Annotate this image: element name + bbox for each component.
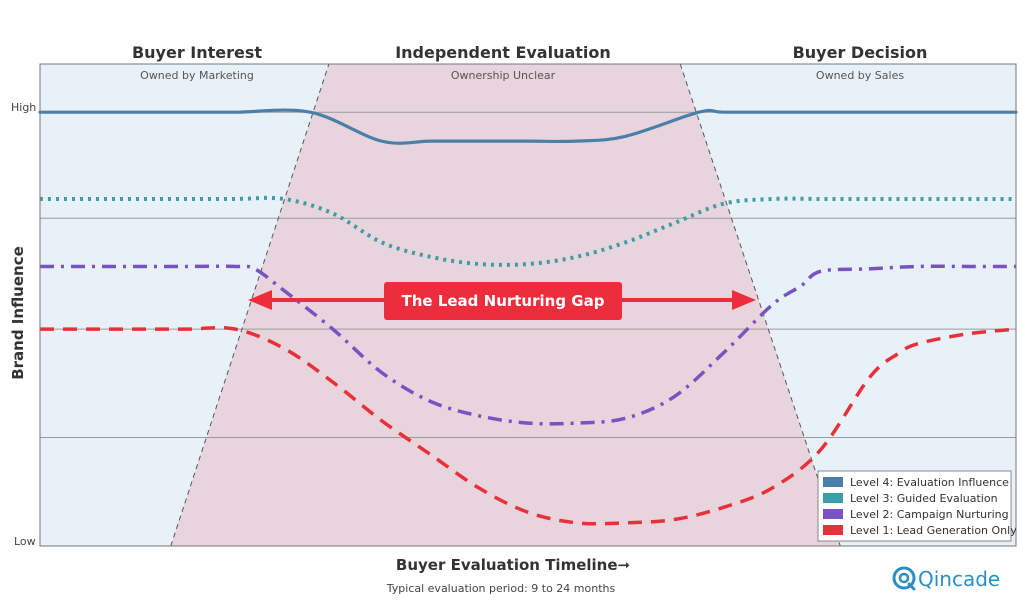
gap-boundary-right bbox=[679, 63, 841, 547]
x-axis-subtitle: Typical evaluation period: 9 to 24 month… bbox=[386, 582, 616, 595]
gap-arrowhead-left bbox=[248, 290, 272, 310]
gap-boundary-left bbox=[170, 63, 330, 547]
gap-label: The Lead Nurturing Gap bbox=[402, 292, 605, 310]
y-axis-title: Brand Influence bbox=[9, 246, 27, 380]
lead-nurturing-gap-annotation: The Lead Nurturing Gap bbox=[248, 282, 756, 320]
gap-arrowhead-right bbox=[732, 290, 756, 310]
series-layer bbox=[38, 108, 1018, 526]
plot-frame bbox=[39, 63, 1017, 547]
phase-title-buyer-interest: Buyer Interest bbox=[132, 43, 262, 62]
legend-box bbox=[817, 470, 1012, 542]
legend-label-level4: Level 4: Evaluation Influence bbox=[850, 476, 1009, 489]
qincade-logo-icon bbox=[892, 566, 916, 591]
legend-swatch-level4 bbox=[823, 477, 843, 487]
legend-swatch-level3 bbox=[823, 493, 843, 503]
y-tick-high: High bbox=[11, 101, 36, 114]
phase-title-buyer-decision: Buyer Decision bbox=[793, 43, 928, 62]
series-level3-guided-evaluation bbox=[40, 195, 1016, 267]
phase-title-independent-evaluation: Independent Evaluation bbox=[395, 43, 611, 62]
legend: Level 4: Evaluation Influence Level 3: G… bbox=[817, 470, 1017, 542]
series-level2-campaign-nurturing bbox=[40, 264, 1016, 426]
phase-owner-unclear: Ownership Unclear bbox=[451, 69, 556, 82]
legend-swatch-level1 bbox=[823, 525, 843, 535]
series-level1-lead-generation bbox=[39, 325, 1017, 526]
legend-label-level2: Level 2: Campaign Nurturing bbox=[850, 508, 1009, 521]
legend-swatch-level2 bbox=[823, 509, 843, 519]
qincade-logo[interactable]: Qincade bbox=[892, 566, 1000, 591]
legend-label-level3: Level 3: Guided Evaluation bbox=[850, 492, 998, 505]
legend-label-level1: Level 1: Lead Generation Only bbox=[850, 524, 1017, 537]
x-axis-title: Buyer Evaluation Timeline➞ bbox=[396, 556, 630, 574]
series-level4-evaluation-influence bbox=[38, 108, 1018, 145]
phase-owner-marketing: Owned by Marketing bbox=[140, 69, 254, 82]
y-tick-low: Low bbox=[14, 535, 36, 548]
brand-name: Qincade bbox=[918, 567, 1000, 591]
phase-owner-sales: Owned by Sales bbox=[816, 69, 904, 82]
gap-label-box bbox=[384, 282, 622, 320]
